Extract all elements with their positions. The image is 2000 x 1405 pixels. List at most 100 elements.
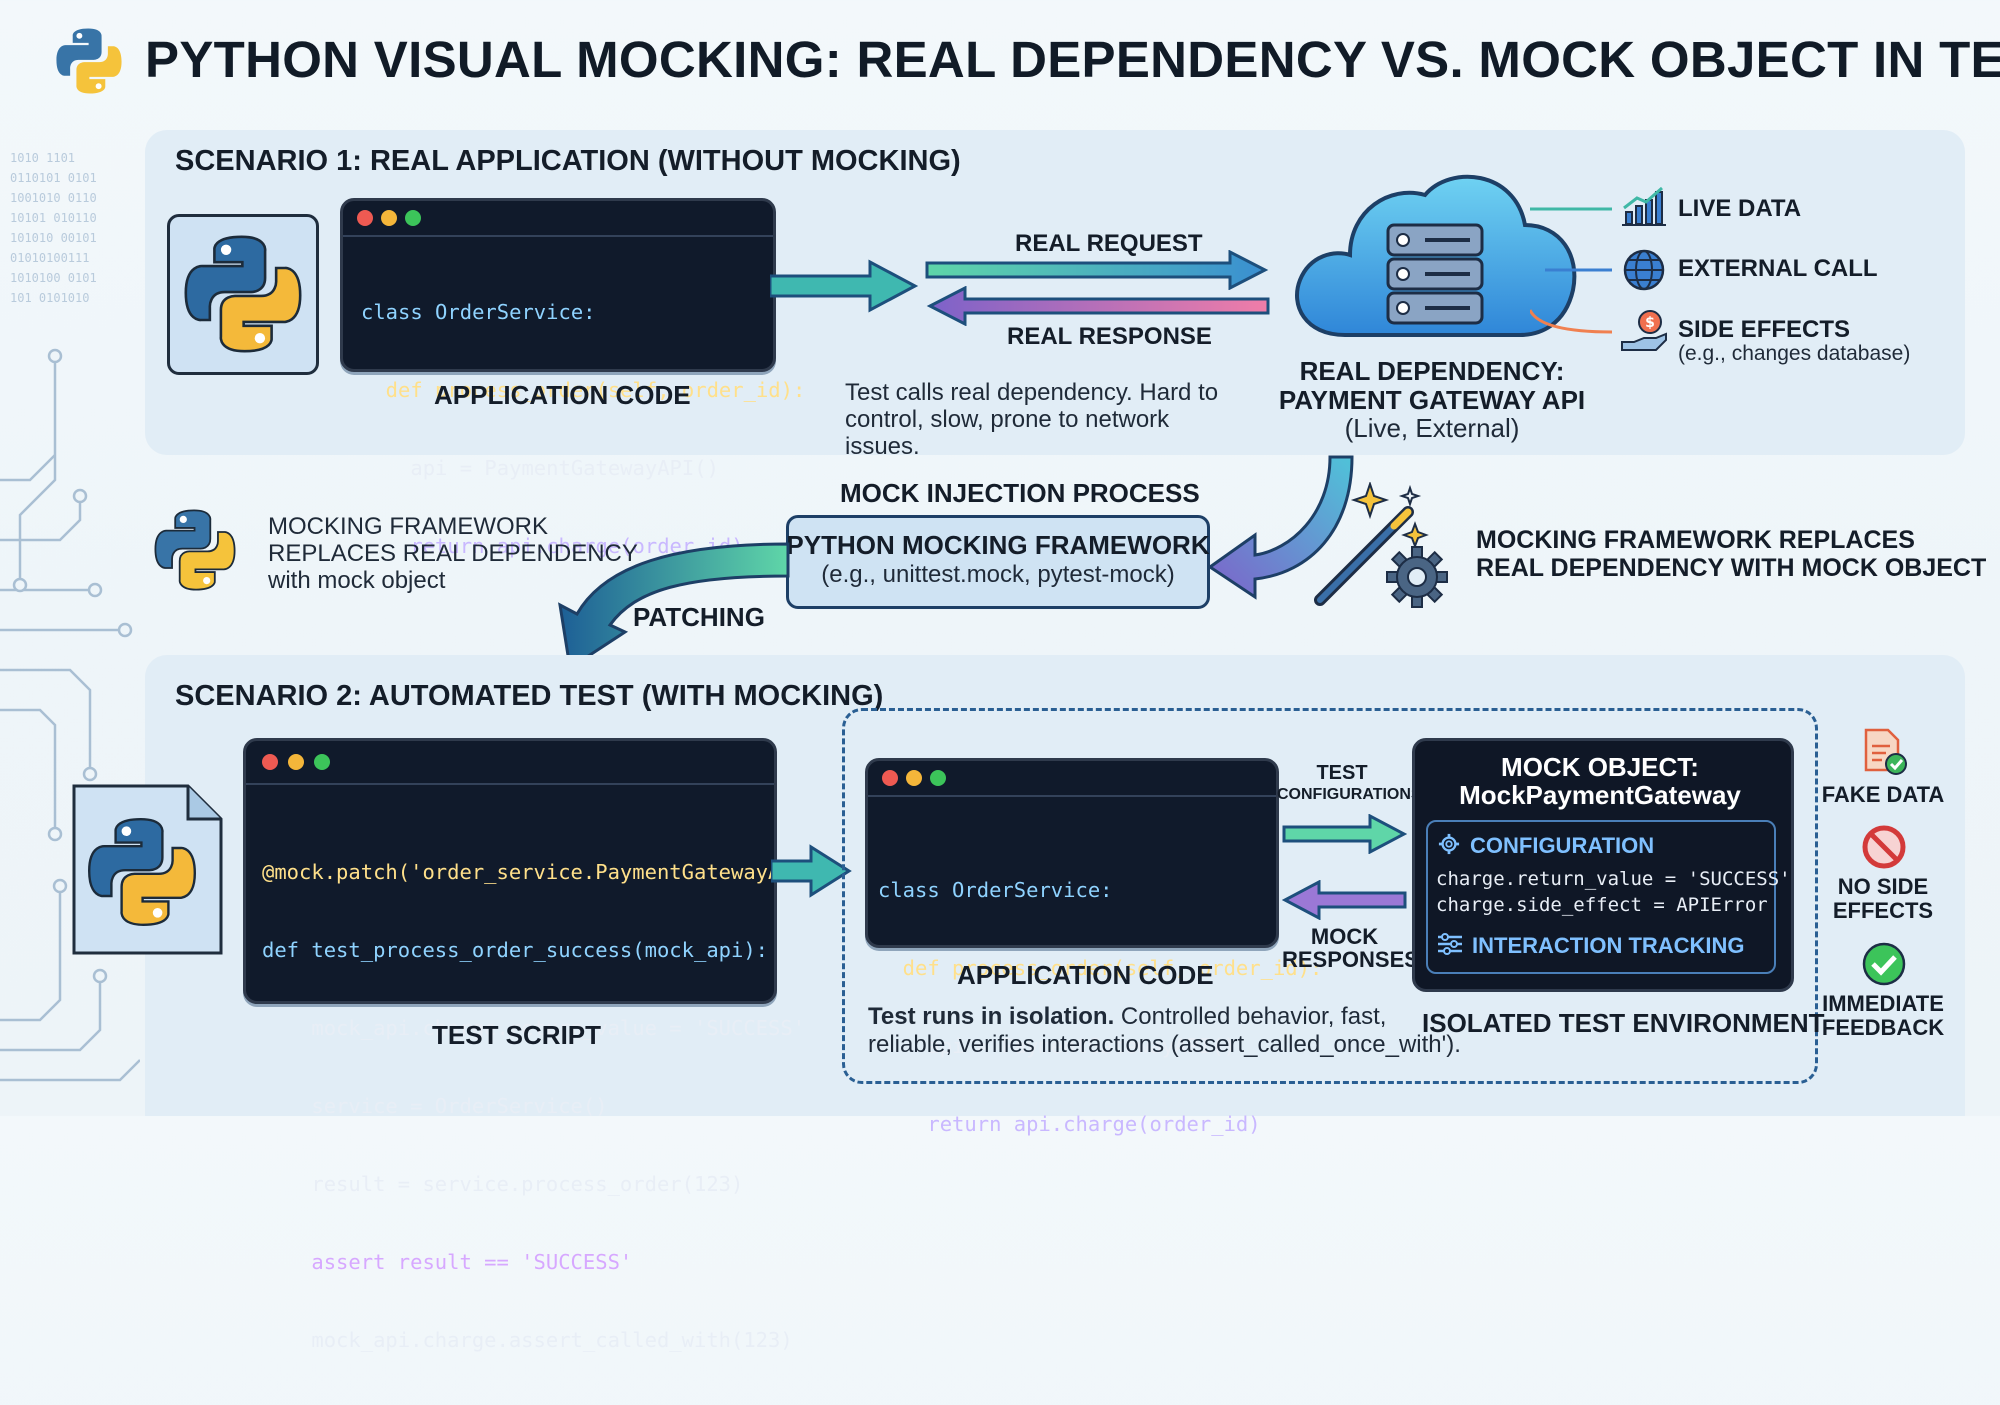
live-data-label: LIVE DATA — [1678, 195, 1802, 222]
scenario-1-heading: SCENARIO 1: REAL APPLICATION (WITHOUT MO… — [175, 145, 961, 177]
maximize-dot[interactable] — [930, 770, 946, 786]
svg-text:$: $ — [1645, 315, 1655, 331]
svg-text:1010100 0101: 1010100 0101 — [10, 271, 97, 285]
framework-sub: (e.g., unittest.mock, pytest-mock) — [821, 561, 1175, 588]
test-config-label-1: TEST — [1316, 762, 1368, 784]
dependency-title-1: REAL DEPENDENCY: — [1299, 356, 1565, 386]
framework-title: PYTHON MOCKING FRAMEWORK — [786, 530, 1210, 560]
scenario-1-note: Test calls real dependency. Hard to cont… — [845, 379, 1219, 460]
no-entry-icon — [1862, 825, 1906, 869]
code-line: api = PaymentGatewayAPI() — [878, 1034, 1236, 1058]
side-effects-sub: (e.g., changes database) — [1678, 342, 1911, 365]
code-line: class OrderService: — [878, 878, 1113, 902]
middle-left-text-1: MOCKING FRAMEWORK — [268, 513, 548, 540]
middle-right-text-1: MOCKING FRAMEWORK REPLACES — [1476, 526, 1915, 554]
maximize-dot[interactable] — [405, 210, 421, 226]
config-line-1: charge.return_value = 'SUCCESS' — [1436, 868, 1791, 890]
code-line: def process_order(self, order_id): — [361, 378, 806, 402]
code-line: def test_process_order_success(mock_api)… — [262, 938, 769, 962]
document-check-icon — [1864, 728, 1907, 775]
isolated-env-label: ISOLATED TEST ENVIRONMENT — [1422, 1008, 1825, 1038]
dependency-sub: (Live, External) — [1344, 413, 1520, 443]
fake-data-label: FAKE DATA — [1821, 782, 1945, 807]
cloud-server-icon — [1295, 174, 1577, 337]
svg-text:0110101 0101: 0110101 0101 — [10, 171, 97, 185]
code-block: @mock.patch('order_service.PaymentGatewa… — [246, 785, 830, 1405]
close-dot[interactable] — [357, 210, 373, 226]
no-side-effects-label-2: EFFECTS — [1832, 898, 1934, 923]
configuration-label: CONFIGURATION — [1470, 833, 1655, 858]
injection-curve-arrow — [1207, 455, 1354, 600]
svg-text:10101 010110: 10101 010110 — [10, 211, 97, 225]
mock-object-panel — [1412, 738, 1794, 992]
close-dot[interactable] — [882, 770, 898, 786]
window-titlebar — [343, 201, 773, 237]
code-line: service = OrderService() — [262, 1094, 608, 1118]
close-dot[interactable] — [262, 754, 278, 770]
svg-text:1010 1101: 1010 1101 — [10, 151, 75, 165]
app-code-window: class OrderService: def process_order(se… — [865, 758, 1322, 1136]
app-code-label-2: APPLICATION CODE — [957, 960, 1214, 990]
connector-lines — [1530, 207, 1613, 334]
real-request-arrow — [925, 250, 1269, 290]
interaction-tracking-label: INTERACTION TRACKING — [1472, 933, 1745, 958]
magic-wand-icon — [1314, 482, 1429, 606]
app-code-window: class OrderService: def process_order(se… — [340, 198, 805, 558]
svg-text:101010 00101: 101010 00101 — [10, 231, 97, 245]
side-effects-label: SIDE EFFECTS — [1678, 316, 1851, 343]
circuit-decoration: 1010 1101 0110101 0101 1001010 0110 1010… — [0, 151, 140, 1082]
mock-object-title-1: MOCK OBJECT: — [1501, 752, 1699, 782]
hand-coin-icon: $ — [1621, 310, 1667, 351]
bar-chart-icon — [1622, 186, 1666, 226]
code-block: class OrderService: def process_order(se… — [868, 797, 1322, 1189]
gear-icon — [1438, 833, 1460, 855]
code-line: mock_api.charge.return_value = 'SUCCESS' — [262, 1016, 806, 1040]
code-line: api = PaymentGatewayAPI() — [361, 456, 719, 480]
mock-responses-label-2: RESPONSES — [1282, 947, 1419, 972]
no-side-effects-label-1: NO SIDE — [1837, 874, 1929, 899]
minimize-dot[interactable] — [906, 770, 922, 786]
python-logo-icon — [52, 24, 126, 98]
config-line-2: charge.side_effect = APIError — [1436, 894, 1768, 916]
flow-arrow — [771, 844, 852, 898]
code-line: mock_api.charge.assert_called_with(123) — [262, 1328, 793, 1352]
python-tile — [167, 214, 319, 375]
test-config-label-2: CONFIGURATIONS — [1277, 786, 1422, 803]
real-response-label: REAL RESPONSE — [1007, 323, 1212, 350]
maximize-dot[interactable] — [314, 754, 330, 770]
patching-label: PATCHING — [633, 602, 765, 632]
minimize-dot[interactable] — [381, 210, 397, 226]
code-line: assert result == 'SUCCESS' — [262, 1250, 633, 1274]
mocking-framework-box — [786, 515, 1210, 609]
svg-text:101 0101010: 101 0101010 — [10, 291, 89, 305]
code-line: class OrderService: — [361, 300, 596, 324]
mock-response-arrow — [1282, 880, 1407, 920]
real-response-arrow — [926, 286, 1270, 326]
test-config-arrow — [1282, 814, 1407, 854]
scenario-2-note-line-2: reliable, verifies interactions (assert_… — [868, 1031, 1461, 1058]
middle-left-text-2: REPLACES REAL DEPENDENCY — [268, 540, 638, 567]
minimize-dot[interactable] — [288, 754, 304, 770]
svg-text:1001010 0110: 1001010 0110 — [10, 191, 97, 205]
immediate-feedback-label-2: FEEDBACK — [1821, 1015, 1945, 1040]
python-file-icon — [72, 784, 223, 955]
isolated-environment-box — [842, 708, 1818, 1084]
scenario-2-note-line-1: Test runs in isolation. Controlled behav… — [868, 1003, 1387, 1031]
test-script-window: @mock.patch('order_service.PaymentGatewa… — [243, 738, 830, 1352]
python-logo-icon — [154, 509, 236, 591]
svg-text:01010100111: 01010100111 — [10, 251, 89, 265]
code-line: result = service.process_order(123) — [262, 1172, 744, 1196]
window-titlebar — [246, 741, 774, 785]
scenario-2-note-rest: Controlled behavior, fast, — [1114, 1003, 1387, 1030]
external-call-label: EXTERNAL CALL — [1678, 255, 1878, 282]
python-logo-icon — [184, 235, 302, 353]
immediate-feedback-label-1: IMMEDIATE — [1822, 991, 1944, 1016]
code-block: class OrderService: def process_order(se… — [343, 237, 806, 611]
app-code-label: APPLICATION CODE — [434, 380, 691, 410]
mock-responses-label-1: MOCK — [1310, 924, 1379, 949]
middle-right-text-2: REAL DEPENDENCY WITH MOCK OBJECT — [1476, 554, 1987, 582]
test-script-label: TEST SCRIPT — [432, 1020, 602, 1050]
scenario-2-heading: SCENARIO 2: AUTOMATED TEST (WITH MOCKING… — [175, 680, 884, 712]
mock-injection-label: MOCK INJECTION PROCESS — [840, 478, 1200, 508]
dependency-title-2: PAYMENT GATEWAY API — [1278, 385, 1586, 415]
